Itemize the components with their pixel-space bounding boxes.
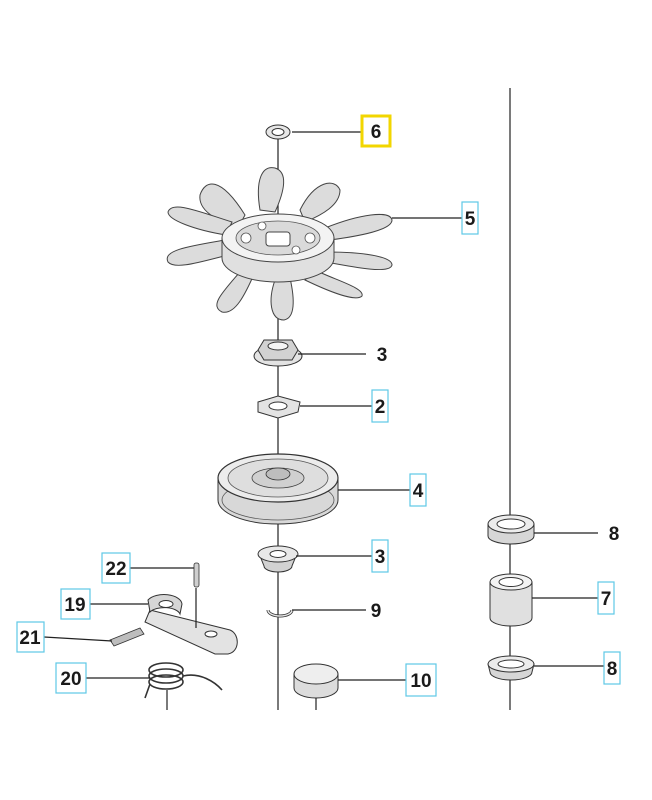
cap-part-10 bbox=[293, 663, 339, 710]
nut-part-3 bbox=[253, 339, 303, 367]
callout-9[interactable]: 9 bbox=[371, 601, 382, 622]
spring-part-20 bbox=[144, 662, 223, 699]
callout-5-label: 5 bbox=[465, 209, 476, 230]
rod-part-21 bbox=[109, 627, 145, 647]
callout-7-label: 7 bbox=[601, 589, 612, 610]
callout-3-lower[interactable]: 3 bbox=[371, 539, 389, 573]
callout-3-upper-label: 3 bbox=[377, 345, 388, 366]
callout-6[interactable]: 6 bbox=[360, 114, 392, 148]
callout-5[interactable]: 5 bbox=[461, 201, 479, 235]
callout-2-label: 2 bbox=[375, 397, 386, 418]
fan-part-5 bbox=[166, 167, 393, 321]
callout-22[interactable]: 22 bbox=[101, 552, 131, 584]
callout-9-label: 9 bbox=[371, 601, 382, 622]
callout-21-label: 21 bbox=[19, 628, 41, 649]
callout-4-label: 4 bbox=[413, 481, 424, 502]
leader-lines bbox=[43, 131, 604, 681]
spacer-part-3 bbox=[257, 545, 299, 573]
callout-7[interactable]: 7 bbox=[597, 581, 615, 615]
callout-6-label: 6 bbox=[371, 122, 382, 143]
callout-21[interactable]: 21 bbox=[16, 621, 45, 653]
callout-10[interactable]: 10 bbox=[405, 663, 437, 697]
callout-8-upper-label: 8 bbox=[609, 524, 620, 545]
callout-20-label: 20 bbox=[60, 669, 81, 690]
callout-2[interactable]: 2 bbox=[371, 389, 389, 423]
callout-19[interactable]: 19 bbox=[60, 588, 91, 620]
callout-19-label: 19 bbox=[64, 595, 85, 616]
callout-8-lower-label: 8 bbox=[607, 659, 618, 680]
bracket-part-19 bbox=[144, 588, 238, 655]
callout-8-lower[interactable]: 8 bbox=[603, 651, 621, 685]
callout-20[interactable]: 20 bbox=[55, 662, 87, 694]
washer-part-2 bbox=[257, 395, 301, 419]
clip-part-9 bbox=[266, 609, 294, 618]
bushing-part-8-lower bbox=[487, 655, 535, 681]
bushing-part-8-upper bbox=[487, 514, 535, 545]
ring-part-6 bbox=[265, 124, 291, 140]
callout-10-label: 10 bbox=[410, 671, 431, 692]
pulley-part-4 bbox=[217, 453, 339, 525]
sleeve-part-7 bbox=[489, 573, 533, 627]
callout-8-upper[interactable]: 8 bbox=[609, 524, 620, 545]
callout-22-label: 22 bbox=[105, 559, 126, 580]
callout-3-lower-label: 3 bbox=[375, 547, 386, 568]
pin-part-22 bbox=[193, 562, 200, 588]
callout-4[interactable]: 4 bbox=[409, 473, 427, 507]
callout-3-upper[interactable]: 3 bbox=[377, 345, 388, 366]
